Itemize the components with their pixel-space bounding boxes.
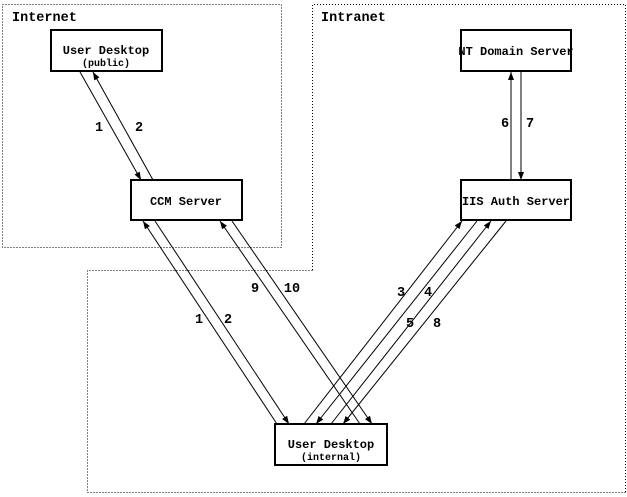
edge-label-2-internal: 2 <box>224 313 232 328</box>
edge-label-8: 8 <box>433 317 441 332</box>
intranet-zone-border <box>312 4 626 493</box>
edge-label-1-internal: 1 <box>195 313 203 328</box>
edge-label-10: 10 <box>284 282 300 297</box>
user-desktop-internal-subtitle: (internal) <box>301 452 361 464</box>
user-desktop-public-subtitle: (public) <box>82 58 130 70</box>
edge-9-internal-desktop-to-ccm <box>219 220 361 425</box>
edge-label-3: 3 <box>397 286 405 301</box>
edge-10-ccm-to-internal-desktop <box>231 220 373 425</box>
internet-zone-label: Internet <box>12 11 77 26</box>
edge-label-6: 6 <box>501 117 509 132</box>
internal-zone-border <box>87 270 626 493</box>
nt-domain-server-box <box>460 29 572 72</box>
node-ccm-server: CCM Server <box>130 179 243 221</box>
edge-4-iis-to-internal-desktop <box>315 220 478 425</box>
user-desktop-public-title: User Desktop <box>63 44 149 58</box>
edge-1-internal-desktop-to-ccm <box>142 220 278 425</box>
ccm-server-box <box>130 179 243 221</box>
edge-2-ccm-to-public-desktop <box>92 71 154 181</box>
nt-domain-server-title: NT Domain Server <box>458 45 573 59</box>
edge-5-internal-desktop-to-iis <box>330 220 492 425</box>
edge-label-2-public: 2 <box>135 121 143 136</box>
edge-2-ccm-to-internal-desktop <box>154 220 290 425</box>
edge-3-internal-desktop-to-iis <box>303 220 463 425</box>
edge-label-9: 9 <box>251 282 259 297</box>
node-iis-auth-server: IIS Auth Server <box>460 179 572 221</box>
edge-1-public-desktop-to-ccm <box>79 71 142 181</box>
user-desktop-internal-box <box>274 423 388 466</box>
iis-auth-server-title: IIS Auth Server <box>462 195 570 209</box>
user-desktop-public-box <box>50 29 163 72</box>
intranet-zone-label: Intranet <box>321 11 386 26</box>
edge-label-4: 4 <box>424 286 432 301</box>
edge-8-iis-to-internal-desktop <box>342 220 507 425</box>
ccm-server-title: CCM Server <box>150 195 222 209</box>
edge-label-1-public: 1 <box>95 121 103 136</box>
iis-auth-server-box <box>460 179 572 221</box>
user-desktop-internal-title: User Desktop <box>288 438 374 452</box>
node-user-desktop-internal: User Desktop (internal) <box>274 423 388 466</box>
node-user-desktop-public: User Desktop (public) <box>50 29 163 72</box>
edge-label-7: 7 <box>526 117 534 132</box>
edge-label-5: 5 <box>406 317 414 332</box>
node-nt-domain-server: NT Domain Server <box>458 29 574 72</box>
